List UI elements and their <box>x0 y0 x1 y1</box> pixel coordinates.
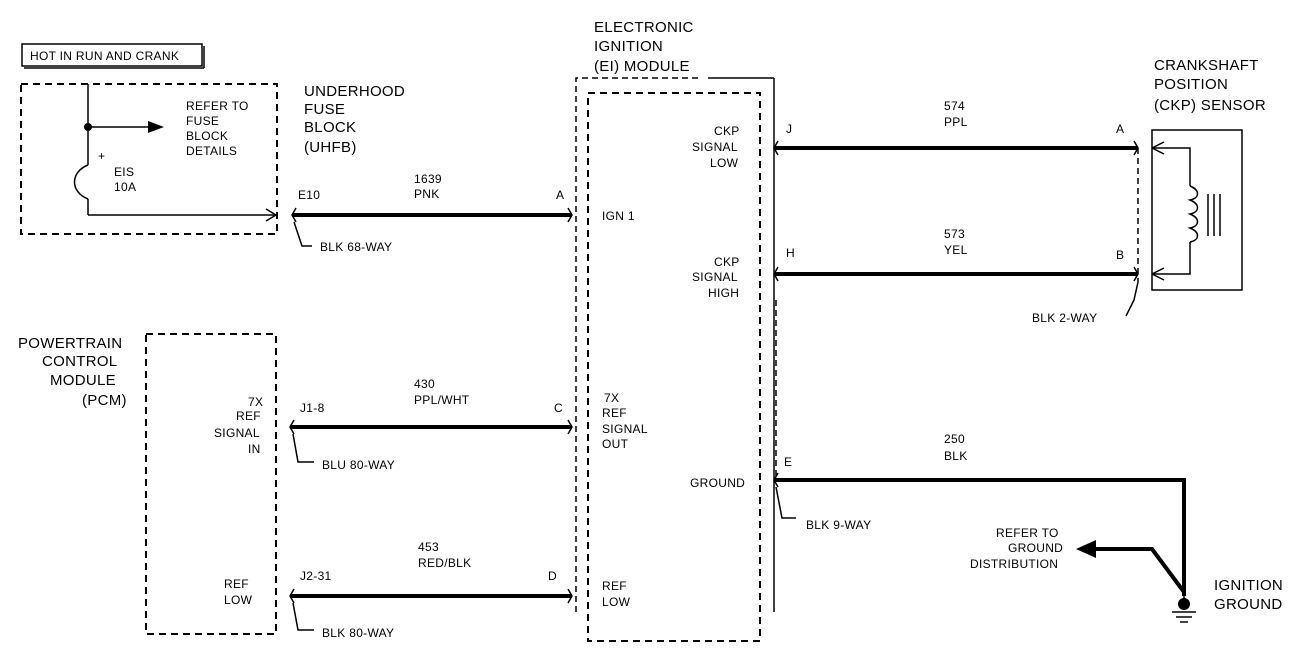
pcm-ref-in-line2: REF <box>236 409 261 423</box>
ground-refer-line2: GROUND <box>1008 541 1063 555</box>
ckp-title-line3: (CKP) SENSOR <box>1154 97 1266 114</box>
wire-573-number: 573 <box>944 227 965 241</box>
arrow-left-icon <box>1076 540 1096 558</box>
wire-574 <box>773 140 1139 156</box>
ckp-title-line1: CRANKSHAFT <box>1154 57 1259 74</box>
ground-distribution-arrow <box>1076 540 1186 594</box>
uhfb-box <box>20 83 278 235</box>
ei-pin-c: C <box>554 401 563 415</box>
uhfb-title-line2: FUSE <box>304 101 345 118</box>
ei-ckp-low-line3: LOW <box>710 156 739 170</box>
ei-ref-out-line3: SIGNAL <box>602 422 648 436</box>
pcm-title-line4: (PCM) <box>82 392 127 409</box>
ckp-pin-a: A <box>1116 122 1124 136</box>
ei-ckp-low-line2: SIGNAL <box>692 140 738 154</box>
ckp-pin-b: B <box>1116 248 1124 262</box>
ckp-sensor-icon <box>1151 129 1243 291</box>
pcm-title-line2: CONTROL <box>42 353 117 370</box>
ei-ref-out-line4: OUT <box>602 437 629 451</box>
ei-module-outline <box>575 77 775 612</box>
fuse-rating: 10A <box>114 180 136 194</box>
pcm-ref-in-line4: IN <box>248 442 261 456</box>
uhfb-title-line3: BLOCK <box>304 119 356 136</box>
ei-ref-out-line1: 7X <box>604 391 619 405</box>
ei-pin-a: A <box>556 188 564 202</box>
wire-453 <box>289 588 573 631</box>
fuse-icon <box>73 164 89 200</box>
uhfb-refer-line1: REFER TO <box>186 99 249 113</box>
uhfb-connector-label: BLK 68-WAY <box>320 240 392 254</box>
wire-574-color: PPL <box>944 115 968 129</box>
wire-430-color: PPL/WHT <box>414 393 470 407</box>
ei-title-line2: IGNITION <box>594 38 663 55</box>
ei-ground-label: GROUND <box>690 476 745 490</box>
uhfb-refer-line2: FUSE <box>186 114 219 128</box>
wire-430 <box>289 419 573 463</box>
ignition-ground-line2: GROUND <box>1214 596 1282 613</box>
ckp-connector-label: BLK 2-WAY <box>1032 311 1097 325</box>
wire-453-color: RED/BLK <box>418 556 471 570</box>
uhfb-title-line1: UNDERHOOD <box>304 83 405 100</box>
pcm-ref-in-line3: SIGNAL <box>214 426 260 440</box>
ei-pin-j: J <box>786 122 792 136</box>
ei-ign1-label: IGN 1 <box>602 209 635 223</box>
ground-refer-line1: REFER TO <box>996 526 1059 540</box>
terminal-j1-8: J1-8 <box>300 401 325 415</box>
ei-connector-label: BLK 9-WAY <box>806 518 871 532</box>
wire-453-number: 453 <box>418 540 439 554</box>
ei-title-line3: (EI) MODULE <box>594 58 690 75</box>
ei-ref-low-line1: REF <box>602 579 627 593</box>
terminal-e10: E10 <box>298 188 320 202</box>
arrow-right-icon <box>148 121 164 133</box>
pcm-title-line3: MODULE <box>50 372 116 389</box>
pcm-box <box>145 333 277 635</box>
ei-ref-low-line2: LOW <box>602 595 631 609</box>
ei-ref-out-line2: REF <box>602 406 627 420</box>
pcm-title-line1: POWERTRAIN <box>18 335 122 352</box>
wire-250 <box>773 472 1186 596</box>
ei-ckp-low-line1: CKP <box>714 124 740 138</box>
pcm-ref-low-line1: REF <box>224 577 249 591</box>
uhfb-refer-line3: BLOCK <box>186 129 228 143</box>
uhfb-refer-line4: DETAILS <box>186 144 237 158</box>
fuse-name: EIS <box>114 165 134 179</box>
uhfb-internal-circuit <box>73 84 278 222</box>
wire-250-color: BLK <box>944 449 968 463</box>
fuse-polarity-label: + <box>98 149 105 163</box>
ckp-connector-leader <box>1125 281 1139 317</box>
wire-1639-number: 1639 <box>414 172 442 186</box>
ckp-title-line2: POSITION <box>1154 76 1228 93</box>
wire-574-number: 574 <box>944 99 965 113</box>
ignition-ground-line1: IGNITION <box>1214 577 1283 594</box>
wire-430-number: 430 <box>414 377 435 391</box>
wire-1639-color: PNK <box>414 187 440 201</box>
ei-pin-d: D <box>548 569 557 583</box>
wire-573 <box>773 266 1139 282</box>
pcm-ref-low-line2: LOW <box>224 593 253 607</box>
ei-pin-e: E <box>784 455 792 469</box>
uhfb-title-line4: (UHFB) <box>304 139 357 156</box>
ground-refer-line3: DISTRIBUTION <box>970 557 1058 571</box>
ei-title-line1: ELECTRONIC <box>594 19 694 36</box>
ei-module-box <box>587 92 761 642</box>
ground-icon <box>1172 596 1196 623</box>
pcm-ref-in-line1: 7X <box>248 395 263 409</box>
ei-ckp-high-line3: HIGH <box>708 286 739 300</box>
wire-573-color: YEL <box>944 243 968 257</box>
coil-icon <box>1187 185 1199 243</box>
terminal-j2-31: J2-31 <box>300 569 332 583</box>
pcm-blk-connector-label: BLK 80-WAY <box>322 626 394 640</box>
hot-in-run-label: HOT IN RUN AND CRANK <box>30 49 179 63</box>
ei-ckp-high-line2: SIGNAL <box>692 270 738 284</box>
wire-250-number: 250 <box>944 432 965 446</box>
wire-1639 <box>291 207 573 247</box>
pcm-blu-connector-label: BLU 80-WAY <box>322 458 395 472</box>
hot-in-run-label-box: HOT IN RUN AND CRANK <box>21 43 205 69</box>
ei-pin-h: H <box>786 246 795 260</box>
ei-ckp-high-line1: CKP <box>714 255 740 269</box>
